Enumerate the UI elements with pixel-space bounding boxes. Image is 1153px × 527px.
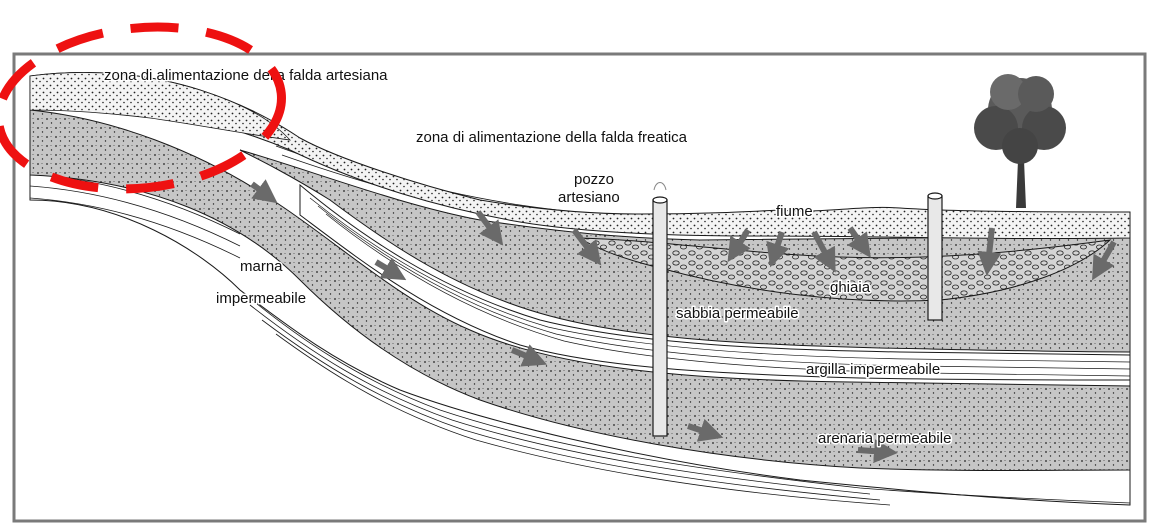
- label-phreatic-recharge-zone: zona di alimentazione della falda freati…: [416, 129, 688, 146]
- artesian-well: [653, 183, 667, 437]
- label-permeable-sand: sabbia permeabile: [676, 305, 799, 322]
- phreatic-well: [928, 193, 942, 320]
- label-gravel: ghiaia: [830, 279, 871, 296]
- label-marl-line1: marna: [240, 258, 283, 275]
- label-impermeable-clay: argilla impermeabile: [806, 361, 940, 378]
- label-marl-line2: impermeabile: [216, 290, 306, 307]
- flow-arrow-icon: [858, 450, 886, 452]
- label-artesian-well-line1: pozzo: [574, 171, 614, 188]
- label-artesian-recharge-zone: zona di alimentazione della falda artesi…: [104, 67, 388, 84]
- label-artesian-well-line2: artesiano: [558, 189, 620, 206]
- flow-arrow-icon: [988, 228, 992, 264]
- label-river: fiume: [776, 203, 813, 220]
- label-permeable-sandstone: arenaria permeabile: [818, 430, 951, 447]
